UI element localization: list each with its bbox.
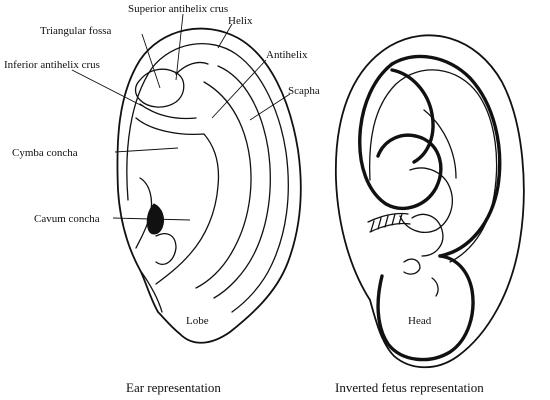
caption-inverted-fetus-representation: Inverted fetus representation [335,380,484,395]
lobe-line [139,269,163,313]
fetus-foot [390,68,435,164]
fetus-ear-outline [334,34,525,369]
label-head: Head [408,315,432,327]
antihelix-curve [213,65,271,299]
leader-lines [71,13,291,221]
anatomical-ear-drawing [116,27,302,344]
concha-rim [135,117,220,285]
caption-ear-representation: Ear representation [126,380,221,395]
label-inferior-antihelix-crus: Inferior antihelix crus [4,59,100,71]
antihelix-inner [195,81,252,289]
label-lobe: Lobe [186,315,209,327]
fetus-antihelix-line [423,109,457,179]
fetus-inner-helix [369,69,498,263]
fetus-head [376,254,475,362]
helix-outline [116,27,302,344]
fetus-tragus-hatch [367,212,411,233]
label-triangular-fossa: Triangular fossa [40,25,112,37]
superior-crus-line [175,61,209,75]
label-cavum-concha: Cavum concha [34,213,100,225]
fetus-helix-band [358,62,394,206]
fetus-arm [376,133,443,210]
fetus-face-detail [403,258,421,275]
fetus-ear-drawing [334,34,525,369]
label-antihelix: Antihelix [266,49,308,61]
label-helix: Helix [228,15,253,27]
label-superior-antihelix-crus: Superior antihelix crus [128,3,228,15]
fetus-ear-detail [431,277,439,297]
fetus-concha-lower [411,213,444,257]
ear-labels: Superior antihelix crus Helix Triangular… [4,3,320,327]
cavum-concha-inner [155,233,177,265]
fetus-concha-upper [399,167,453,233]
label-scapha: Scapha [288,85,320,97]
triangular-fossa-shape [134,68,185,108]
label-cymba-concha: Cymba concha [12,147,78,159]
helix-inner-rim [126,43,289,313]
fetus-body [390,54,502,258]
